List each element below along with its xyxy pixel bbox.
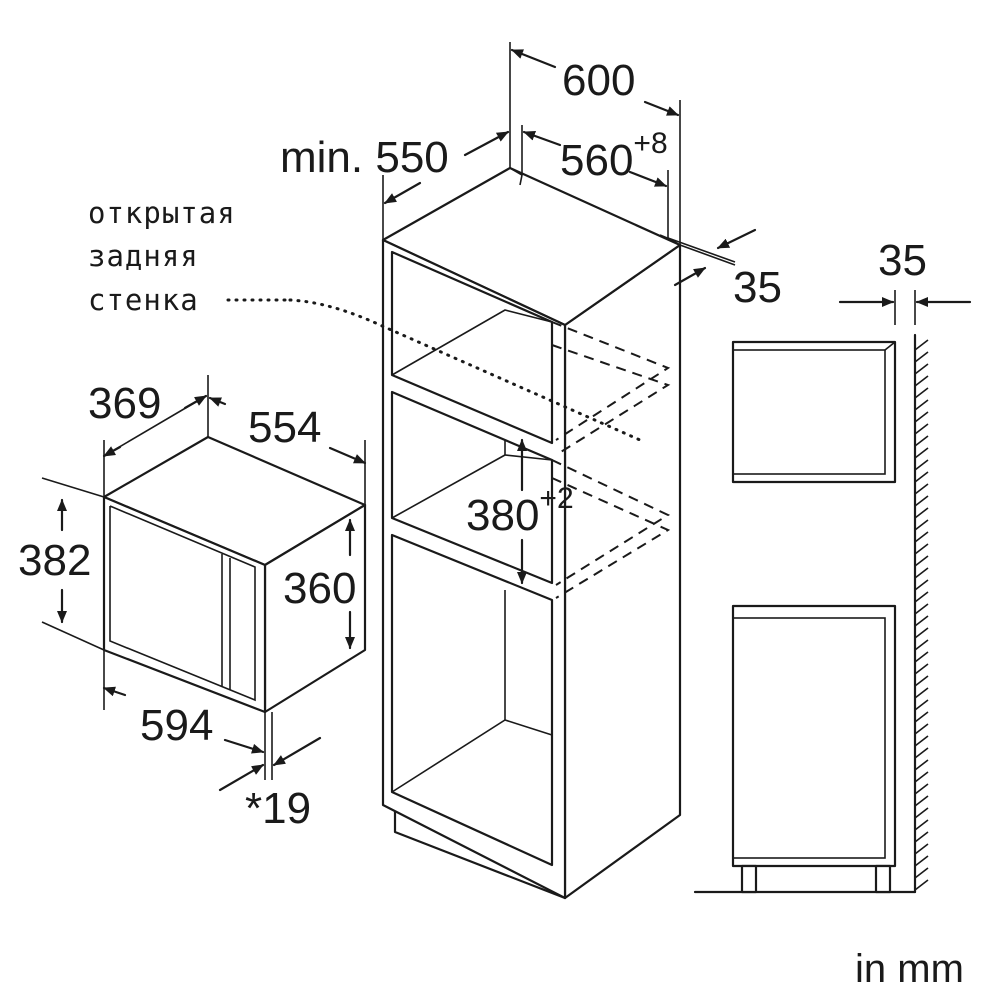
- wall-hatch-mark: [914, 459, 929, 471]
- label-380-2: 380+2: [466, 482, 574, 540]
- label-rear-35: 35: [733, 263, 782, 312]
- wall-hatch-mark: [914, 663, 929, 675]
- label-382: 382: [18, 536, 91, 585]
- cabinet-niche-opening: [390, 390, 554, 585]
- niche-width-value: 560: [560, 136, 633, 185]
- wall-hatch-mark: [914, 375, 929, 387]
- microwave-front-inner: [109, 505, 256, 702]
- wall-hatch-mark: [914, 555, 929, 567]
- cabinet-lower-opening: [390, 533, 554, 867]
- side-view-drawing: [693, 290, 972, 894]
- label-star-19: *19: [245, 784, 311, 833]
- wall-hatch-mark: [914, 783, 929, 795]
- wall-hatch-mark: [914, 519, 929, 531]
- wall-hatch-mark: [914, 651, 929, 663]
- microwave-dimensions: [41, 375, 367, 792]
- wall-hatch-mark: [914, 771, 929, 783]
- wall-hatching: [914, 339, 929, 891]
- wall-hatch-mark: [914, 447, 929, 459]
- wall-hatch-mark: [914, 855, 929, 867]
- wall-hatch-mark: [914, 675, 929, 687]
- wall-hatch-mark: [914, 567, 929, 579]
- label-back-open-line3: стенка: [88, 283, 199, 317]
- wall-hatch-mark: [914, 627, 929, 639]
- wall-hatch-mark: [914, 543, 929, 555]
- wall-hatch-mark: [914, 603, 929, 615]
- cabinet-upper-opening: [390, 250, 554, 445]
- wall-hatch-mark: [914, 759, 929, 771]
- wall-hatch-mark: [914, 363, 929, 375]
- cabinet-open-back: [226, 298, 671, 599]
- side-lower-unit: [731, 604, 897, 868]
- wall-hatch-mark: [914, 867, 929, 879]
- wall-hatch-mark: [914, 471, 929, 483]
- label-min-550: min. 550: [280, 133, 449, 182]
- label-554: 554: [248, 403, 321, 452]
- cabinet-side: [563, 243, 682, 900]
- wall-hatch-mark: [914, 531, 929, 543]
- unit-label: in mm: [855, 947, 964, 991]
- wall-hatch-mark: [914, 507, 929, 519]
- wall-hatch-mark: [914, 711, 929, 723]
- niche-height-value: 380: [466, 491, 539, 540]
- label-594: 594: [140, 701, 213, 750]
- label-side-35: 35: [878, 236, 927, 285]
- wall-hatch-mark: [914, 387, 929, 399]
- wall-hatch-mark: [914, 843, 929, 855]
- wall-hatch-mark: [914, 687, 929, 699]
- niche-height-tolerance: +2: [539, 482, 573, 515]
- label-back-open-line2: задняя: [88, 239, 199, 273]
- wall-hatch-mark: [914, 807, 929, 819]
- wall-hatch-mark: [914, 879, 929, 891]
- wall-hatch-mark: [914, 639, 929, 651]
- wall-hatch-mark: [914, 351, 929, 363]
- label-560-8: 560+8: [560, 127, 668, 185]
- wall-hatch-mark: [914, 831, 929, 843]
- wall-hatch-mark: [914, 423, 929, 435]
- niche-width-tolerance: +8: [633, 127, 667, 160]
- wall-hatch-mark: [914, 435, 929, 447]
- wall-hatch-mark: [914, 411, 929, 423]
- wall-hatch-mark: [914, 615, 929, 627]
- wall-hatch-mark: [914, 399, 929, 411]
- wall-hatch-mark: [914, 339, 929, 351]
- label-360: 360: [283, 564, 356, 613]
- wall-hatch-mark: [914, 735, 929, 747]
- wall-hatch-mark: [914, 795, 929, 807]
- cabinet-dimensions: [382, 42, 757, 585]
- label-369: 369: [88, 379, 161, 428]
- wall-hatch-mark: [914, 747, 929, 759]
- microwave-drawing: [102, 435, 367, 714]
- wall-hatch-mark: [914, 483, 929, 495]
- wall-hatch-mark: [914, 591, 929, 603]
- label-600: 600: [562, 56, 635, 105]
- wall-hatch-mark: [914, 579, 929, 591]
- wall-hatch-mark: [914, 723, 929, 735]
- wall-hatch-mark: [914, 495, 929, 507]
- side-upper-unit: [731, 340, 897, 484]
- wall-hatch-mark: [914, 699, 929, 711]
- cabinet-drawing: [381, 166, 682, 900]
- wall-hatch-mark: [914, 819, 929, 831]
- label-back-open-line1: открытая: [88, 196, 236, 230]
